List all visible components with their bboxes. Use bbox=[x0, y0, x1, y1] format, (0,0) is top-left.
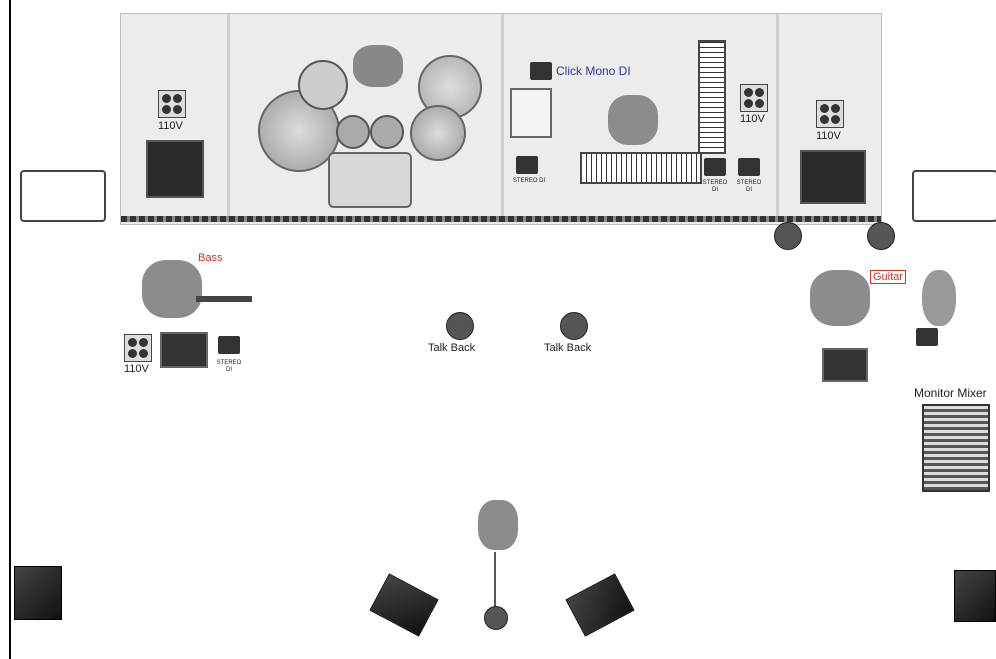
outlet-icon bbox=[740, 84, 768, 112]
laptop-icon bbox=[510, 88, 552, 138]
vocal-mic-stand bbox=[494, 552, 496, 608]
outlet-icon bbox=[816, 100, 844, 128]
stereo-di-label: STEREO DI bbox=[216, 360, 242, 373]
stage-risers bbox=[120, 13, 882, 225]
bass-player bbox=[142, 260, 202, 318]
talkback-mic-left bbox=[446, 312, 474, 340]
guitar-amp bbox=[800, 150, 866, 204]
click-di-icon bbox=[530, 62, 552, 80]
di-box-icon bbox=[916, 328, 938, 346]
monitor-mixer-label: Monitor Mixer bbox=[914, 386, 987, 400]
side-fill-right bbox=[954, 570, 996, 622]
stage-left-line bbox=[9, 0, 11, 659]
keyboard-vertical bbox=[698, 40, 726, 154]
keyboard-main bbox=[580, 152, 702, 184]
stereo-di-icon bbox=[704, 158, 726, 176]
voltage-label: 110V bbox=[158, 120, 183, 132]
side-fill-left bbox=[14, 566, 62, 620]
stereo-di-icon bbox=[738, 158, 760, 176]
lead-vocalist bbox=[478, 500, 518, 550]
monitor-mixer bbox=[922, 404, 990, 492]
floor-mic-disc bbox=[867, 222, 895, 250]
voltage-label: 110V bbox=[740, 113, 765, 125]
guitar-stand-right bbox=[912, 170, 996, 222]
vocal-mic-base bbox=[484, 606, 508, 630]
guitar-pedalboard bbox=[822, 348, 868, 382]
stereo-di-label: STEREO DI bbox=[736, 180, 762, 193]
acoustic-guitar-icon bbox=[922, 270, 956, 326]
stereo-di-label: STEREO DI bbox=[702, 180, 728, 193]
guitar-stand-left bbox=[20, 170, 106, 222]
outlet-icon bbox=[158, 90, 186, 118]
talk-back-label-right: Talk Back bbox=[544, 342, 592, 354]
bass-amp bbox=[146, 140, 204, 198]
voltage-label: 110V bbox=[816, 130, 841, 142]
wedge-monitor-right bbox=[565, 573, 635, 637]
outlet-icon bbox=[124, 334, 152, 362]
drum-kit bbox=[258, 40, 488, 208]
bass-label: Bass bbox=[198, 252, 223, 264]
click-mono-di-label: Click Mono DI bbox=[556, 64, 631, 78]
guitar-player bbox=[810, 270, 870, 326]
guitar-label: Guitar bbox=[870, 270, 906, 284]
stereo-di-label: STEREO DI bbox=[512, 178, 546, 184]
bass-pedalboard bbox=[160, 332, 208, 368]
floor-mic-disc bbox=[774, 222, 802, 250]
stereo-di-icon bbox=[218, 336, 240, 354]
talkback-mic-right bbox=[560, 312, 588, 340]
talk-back-label-left: Talk Back bbox=[428, 342, 476, 354]
voltage-label: 110V bbox=[124, 363, 149, 375]
bass-guitar bbox=[196, 296, 252, 302]
stereo-di-icon bbox=[516, 156, 538, 174]
keyboardist bbox=[608, 95, 658, 145]
wedge-monitor-left bbox=[369, 573, 439, 637]
drummer bbox=[353, 45, 403, 87]
